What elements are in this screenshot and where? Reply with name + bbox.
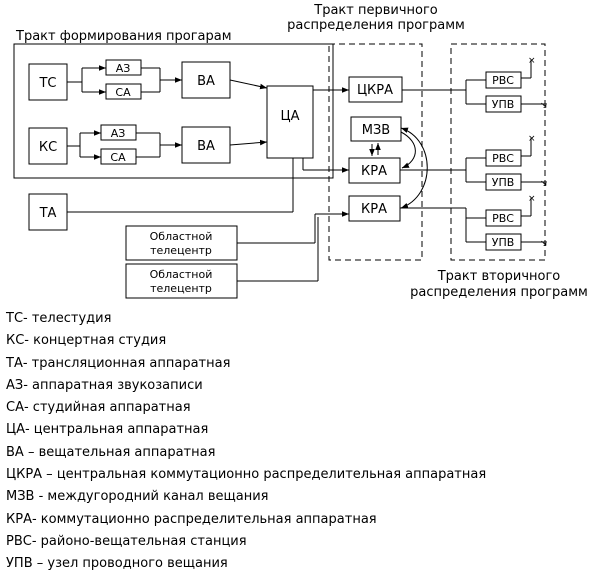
kra1-label: КРА	[361, 164, 387, 179]
az1-label: АЗ	[116, 62, 131, 75]
primary-group-frame	[328, 43, 423, 261]
output-arrow-icon: ↘	[540, 239, 548, 249]
legend-item: КС- концертная студия	[6, 333, 167, 349]
legend-item: ТА- трансляционная аппаратная	[6, 355, 231, 371]
broadcast-distribution-diagram: × × × ↘ ↘ ↘ Тракт формирования прогарам …	[13, 3, 588, 300]
output-arrow-icon: ↘	[540, 179, 548, 189]
legend-item: КРА- коммутационно распределительная апп…	[6, 511, 377, 527]
upv3-label: УПВ	[492, 236, 515, 249]
regional-center-2-line1: Областной	[150, 268, 213, 281]
ks-label: КС	[39, 140, 57, 155]
legend-item: ЦКРА – центральная коммутационно распред…	[6, 467, 487, 483]
sa2-label: СА	[110, 151, 126, 164]
legend-item: ЦА- центральная аппаратная	[6, 422, 209, 438]
antenna-icon: ×	[528, 194, 536, 204]
rvs3-label: РВС	[492, 212, 514, 225]
ca-block	[266, 85, 314, 159]
upv1-label: УПВ	[492, 98, 515, 111]
ckra-label: ЦКРА	[357, 83, 393, 98]
ta-label: ТА	[39, 206, 57, 221]
ts-label: ТС	[38, 76, 56, 91]
secondary-group-title-line2: распределения программ	[410, 285, 588, 300]
formation-group-title: Тракт формирования прогарам	[15, 29, 232, 44]
kra2-label: КРА	[361, 202, 387, 217]
rvs1-label: РВС	[492, 74, 514, 87]
legend-item: ВА – вещательная аппаратная	[6, 444, 216, 460]
va2-label: ВА	[197, 139, 215, 154]
legend-item: РВС- районо-вещательная станция	[6, 533, 247, 549]
legend-item: СА- студийная аппаратная	[6, 400, 191, 416]
mzv-label: МЗВ	[362, 123, 390, 138]
va1-label: ВА	[197, 74, 215, 89]
rvs2-label: РВС	[492, 152, 514, 165]
upv2-label: УПВ	[492, 176, 515, 189]
sa1-label: СА	[115, 86, 131, 99]
regional-center-2-line2: телецентр	[150, 282, 212, 295]
az2-label: АЗ	[111, 127, 126, 140]
primary-group-title-line1: Тракт первичного	[313, 3, 438, 18]
secondary-group-title-line1: Тракт вторичного	[437, 269, 561, 284]
ca-label: ЦА	[281, 109, 300, 124]
secondary-group-frame	[450, 43, 546, 261]
antenna-icon: ×	[528, 56, 536, 66]
formation-group-frame	[13, 43, 334, 179]
legend-item: АЗ- аппаратная звукозаписи	[6, 377, 203, 393]
legend-item: УПВ – узел проводного вещания	[6, 556, 228, 572]
legend-item: МЗВ - междугородний канал вещания	[6, 489, 269, 505]
regional-center-1-line1: Областной	[150, 230, 213, 243]
connector-lines	[67, 60, 547, 282]
primary-group-title-line2: распределения программ	[287, 18, 465, 33]
antenna-icon: ×	[528, 134, 536, 144]
regional-center-1-line2: телецентр	[150, 244, 212, 257]
legend-item: ТС- телестудия	[6, 311, 112, 326]
output-arrow-icon: ↘	[540, 101, 548, 111]
abbreviation-legend: ТС- телестудия КС- концертная студия ТА-…	[6, 308, 486, 576]
